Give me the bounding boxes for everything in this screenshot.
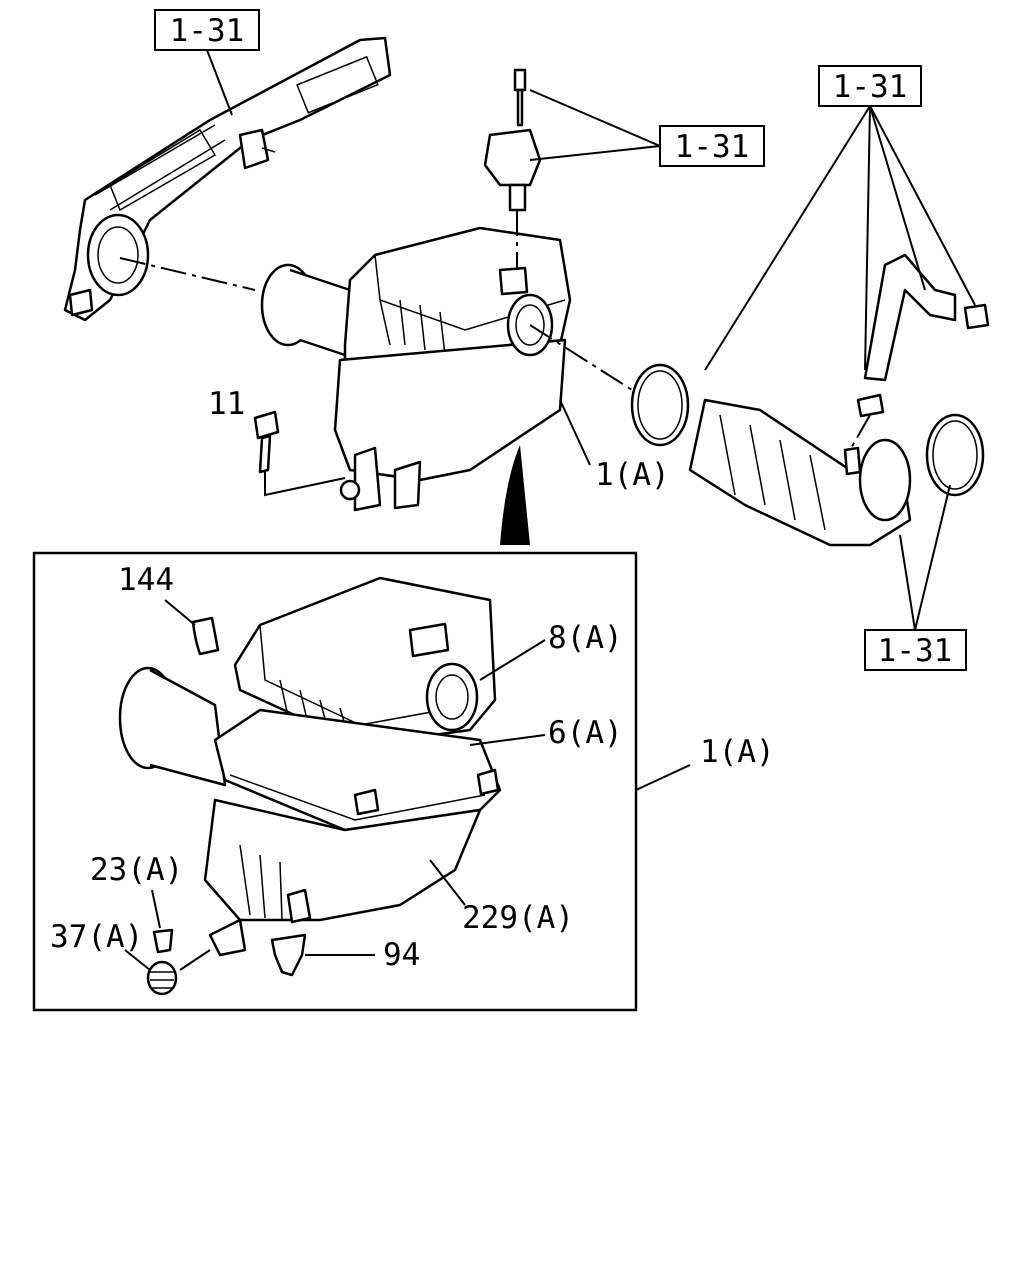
label-23a: 23(A) (90, 852, 183, 888)
leader-line (429, 859, 466, 906)
label-11: 11 (208, 386, 245, 422)
leader-line (529, 89, 661, 161)
leader-line (704, 105, 976, 371)
label-144: 144 (118, 562, 174, 598)
leader-line (635, 764, 691, 791)
guide-line (529, 324, 641, 396)
label-6a: 6(A) (548, 715, 623, 751)
leader-line (164, 599, 196, 626)
ref-box-top-left: 1-31 (154, 9, 260, 51)
svg-text:1-31: 1-31 (170, 13, 245, 49)
svg-text:1-31: 1-31 (878, 633, 953, 669)
detail-inset-frame (32, 551, 638, 1012)
svg-text:1-31: 1-31 (833, 69, 908, 105)
leader-line (151, 889, 161, 929)
ref-box-top-right: 1-31 (818, 65, 922, 107)
label-1a-inset: 1(A) (700, 734, 775, 770)
ref-box-right: 1-31 (864, 629, 967, 671)
svg-text:1-31: 1-31 (675, 129, 750, 165)
bolt-11 (253, 410, 361, 501)
inset-arrow (500, 445, 530, 545)
intake-hose (630, 363, 985, 547)
label-94: 94 (383, 937, 420, 973)
label-229a: 229(A) (462, 900, 574, 936)
breather-hose (849, 253, 990, 451)
leader-line (469, 734, 546, 746)
intake-duct (63, 36, 392, 322)
leader-line (479, 639, 546, 681)
leader-line (206, 49, 233, 116)
guide-line (119, 257, 256, 291)
maf-sensor (483, 68, 542, 270)
ref-box-center: 1-31 (659, 125, 765, 167)
leader-line (559, 399, 591, 466)
label-8a: 8(A) (548, 620, 623, 656)
label-37a: 37(A) (50, 919, 143, 955)
leader-line (179, 949, 211, 971)
leader-line (899, 484, 951, 631)
label-1a-top: 1(A) (595, 457, 670, 493)
leader-line (124, 949, 151, 971)
air-cleaner-assembly (260, 226, 572, 512)
air-cleaner-detail (118, 576, 502, 996)
